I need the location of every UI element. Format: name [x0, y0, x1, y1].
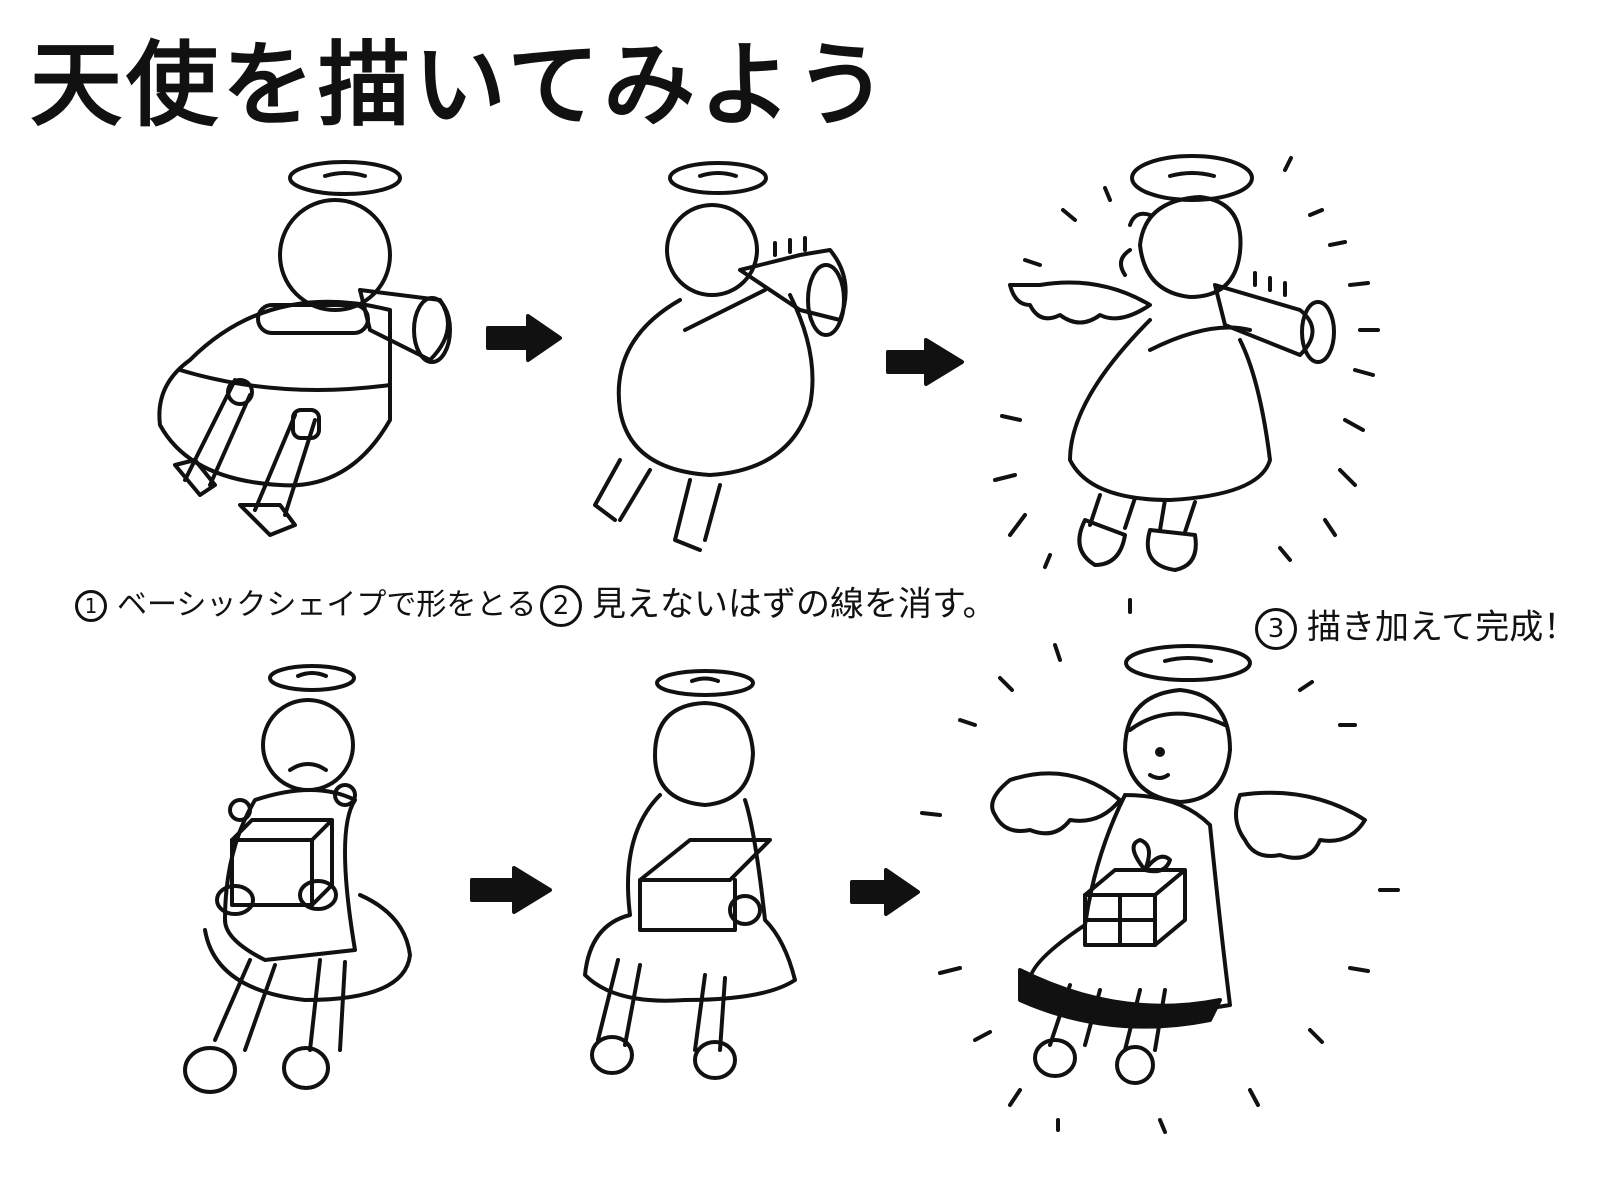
- wing-icon: [1008, 280, 1152, 325]
- arrow-right-icon: [886, 338, 964, 386]
- trumpet-icon: [358, 288, 450, 362]
- angel-4-basic-shapes: [183, 664, 412, 1094]
- wing-icon: [1234, 790, 1367, 860]
- angel-5-cleaned-lines: [583, 669, 797, 1080]
- angel-2-cleaned-lines: [593, 161, 848, 552]
- step-1-number: 1: [75, 590, 107, 622]
- halo-icon: [1124, 644, 1252, 682]
- gift-box-icon: [638, 838, 772, 932]
- halo-icon: [655, 669, 755, 697]
- halo-icon: [1130, 154, 1254, 202]
- step-1-caption: 1 ベーシックシェイプで形をとる: [75, 590, 536, 622]
- angel-1-basic-shapes: [157, 160, 452, 537]
- halo-icon: [268, 664, 356, 692]
- angel-6-completed: [920, 643, 1400, 1134]
- step-3-number: 3: [1255, 608, 1297, 650]
- gift-box-icon: [230, 838, 314, 907]
- wing-icon: [990, 771, 1122, 836]
- arrow-right-icon: [486, 314, 562, 362]
- step-2-number: 2: [540, 585, 582, 627]
- step-2-text: 見えないはずの線を消す。: [592, 584, 997, 625]
- angel-3-completed: [993, 154, 1380, 614]
- page-title: 天使を描いてみよう: [30, 32, 892, 139]
- halo-icon: [668, 161, 768, 195]
- halo-icon: [288, 160, 402, 196]
- trumpet-icon: [1213, 283, 1315, 357]
- step-1-text: ベーシックシェイプで形をとる: [117, 587, 537, 623]
- arrow-right-icon: [470, 866, 552, 914]
- arrow-right-icon: [850, 868, 920, 916]
- step-3-text: 描き加えて完成！: [1307, 607, 1578, 648]
